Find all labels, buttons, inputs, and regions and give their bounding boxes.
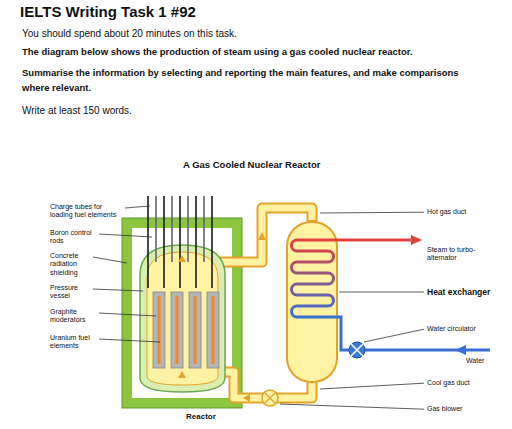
blower-blades [264,392,276,404]
leader-line [320,212,424,214]
instruction-text: You should spend about 20 minutes on thi… [22,28,237,40]
heat-exchanger-coil [292,240,334,317]
part-label: Reactor [186,412,216,422]
uranium-rod [176,296,179,364]
part-label: Cool gas duct [427,379,470,387]
charge-tube [171,196,173,262]
steam-arrow [411,235,422,245]
instruction-text: Write at least 150 words. [22,105,132,117]
flow-arrow [243,394,250,402]
part-label: Water circulator [427,325,476,333]
graphite-block [153,292,165,368]
leader-line [320,383,424,389]
instruction-text: The diagram below shows the production o… [22,46,413,57]
steam-pipe [328,239,412,242]
graphite-block [171,292,183,368]
uranium-rod [212,296,215,364]
water-arrow [455,345,466,355]
charge-tube [203,196,205,262]
gas-blower [262,390,278,406]
graphite-block [189,292,201,368]
circulator-blades [351,344,363,356]
part-label: Graphite moderators [50,308,96,325]
part-label: Water [466,357,484,365]
leader-line [99,234,152,237]
leader-line [99,313,156,316]
charge-tube [187,196,189,262]
control-rod [163,196,165,288]
part-label: Steam to turbo-alternator [427,246,489,263]
part-label: Heat exchanger [427,287,490,297]
part-label: Gas blower [427,405,462,413]
page-heading: IELTS Writing Task 1 #92 [20,3,196,21]
uranium-rod [194,296,197,364]
flow-arrow [178,255,186,262]
uranium-rod [158,296,161,364]
concrete-shielding [122,218,242,408]
flow-arrow [178,371,186,378]
water-pipe [365,349,490,352]
part-label: Charge tubes for loading fuel elements [50,203,122,220]
graphite-block [207,292,219,368]
reactor-core [147,252,218,385]
flow-arrow [258,232,266,240]
heat-exchanger [287,222,337,382]
control-rods [148,196,212,288]
water-pipe [328,317,349,350]
part-label: Pressure vessel [50,284,90,301]
diagram-title: A Gas Cooled Nuclear Reactor [183,159,320,170]
leader-line [93,289,143,291]
control-rod [211,196,213,288]
leader-line [339,292,424,293]
control-rod [147,196,149,288]
water-circulator [349,342,365,358]
leader-line [125,206,150,208]
control-rod [179,196,181,288]
leader-line [99,339,160,342]
control-rod [195,196,197,288]
leader-line [93,257,127,263]
leader-line [364,329,424,342]
instruction-text: Summarise the information by selecting a… [22,66,472,95]
graphite-moderators [153,292,219,368]
part-label: Boron control rods [50,229,96,246]
part-label: Hot gas duct [427,208,466,216]
part-label: Concrete radiation shielding [50,252,90,277]
part-label: Uranium fuel elements [50,334,96,351]
shielding-interior [132,228,232,398]
leader-line [280,404,424,409]
charge-tube [155,196,157,262]
